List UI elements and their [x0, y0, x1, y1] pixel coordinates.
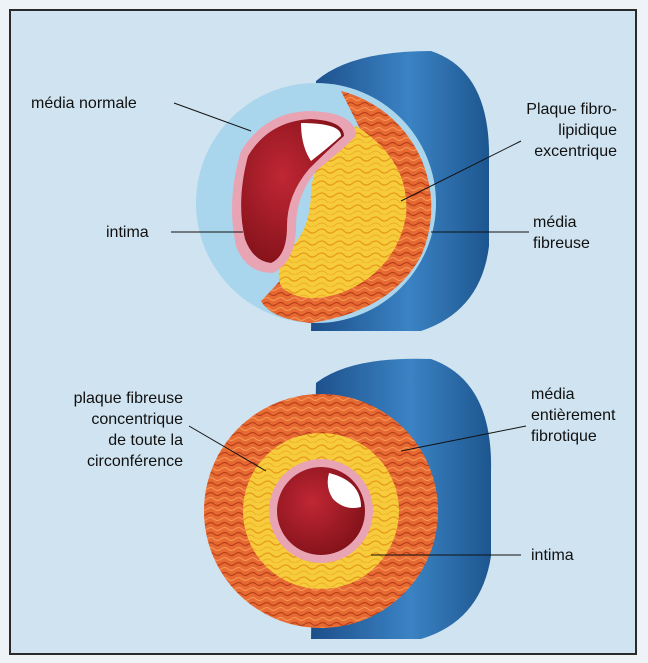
- label-plaque-line-3: excentrique: [526, 141, 617, 162]
- label-media-fibrotique-line-2: entièrement: [531, 405, 616, 426]
- label-media-fibreuse: média fibreuse: [533, 212, 590, 254]
- label-plaque-fibreuse-line-2: concentrique: [33, 409, 183, 430]
- label-plaque-fibreuse-line-3: de toute la: [33, 430, 183, 451]
- bottom-lumen: [277, 467, 365, 555]
- label-media-fibrotique: média entièrement fibrotique: [531, 384, 616, 447]
- bottom-artery: [189, 359, 526, 639]
- label-intima-bottom: intima: [531, 545, 574, 566]
- label-media-fibreuse-line-2: fibreuse: [533, 233, 590, 254]
- label-media-fibrotique-line-3: fibrotique: [531, 426, 616, 447]
- label-media-normale: média normale: [31, 93, 137, 114]
- figure-frame: média normale Plaque fibro- lipidique ex…: [9, 9, 637, 655]
- label-plaque-fibrolipidique: Plaque fibro- lipidique excentrique: [526, 99, 617, 162]
- top-artery: [171, 51, 529, 331]
- label-plaque-line-1: Plaque fibro-: [526, 99, 617, 120]
- label-media-fibrotique-line-1: média: [531, 384, 616, 405]
- label-media-fibreuse-line-1: média: [533, 212, 590, 233]
- label-plaque-line-2: lipidique: [526, 120, 617, 141]
- label-intima-top: intima: [106, 222, 149, 243]
- label-plaque-fibreuse-line-4: circonférence: [33, 451, 183, 472]
- label-plaque-fibreuse: plaque fibreuse concentrique de toute la…: [33, 388, 183, 472]
- label-plaque-fibreuse-line-1: plaque fibreuse: [33, 388, 183, 409]
